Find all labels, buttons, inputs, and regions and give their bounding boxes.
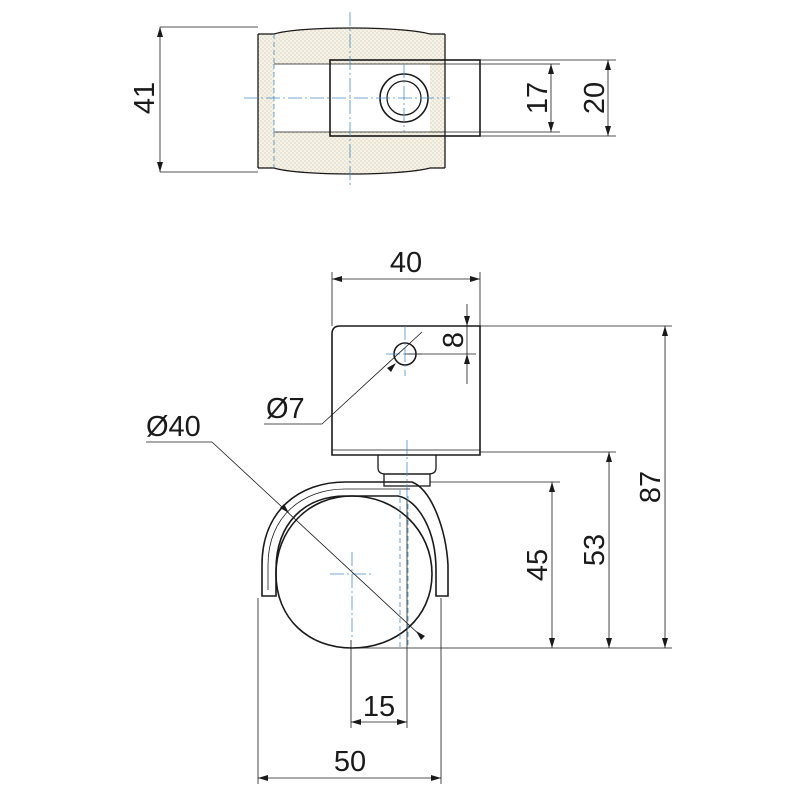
dim-8-arrow-top [464, 316, 470, 326]
dim-41-arrow-bottom [157, 162, 163, 172]
dim-15-arrow-right [397, 719, 407, 725]
dim-87-arrow-top [662, 326, 668, 336]
dim-87-label: 87 [635, 471, 667, 503]
dim-17-label: 17 [522, 82, 554, 114]
dim-50-arrow-left [258, 775, 268, 781]
mounting-plate [331, 325, 481, 456]
dim-15-label: 15 [363, 691, 395, 723]
dim-40-label: 40 [390, 247, 422, 279]
dim-hole-label: Ø7 [266, 393, 305, 425]
dim-50-label: 50 [334, 746, 366, 778]
dim-hole-leader [321, 331, 423, 425]
dim-20-arrow-top [605, 60, 611, 70]
dim-41-label: 41 [129, 82, 161, 114]
dim-wheel-label: Ø40 [146, 411, 201, 443]
dim-wheel-arrow-bottom [416, 631, 425, 640]
dim-8-arrow-bottom [464, 354, 470, 364]
dim-50-arrow-right [431, 775, 441, 781]
top-bracket-plate [329, 59, 481, 137]
dim-20-arrow-bottom [605, 126, 611, 136]
dim-17-arrow-bottom [548, 122, 554, 132]
dim-wheel-leader [211, 441, 423, 638]
dim-53-label: 53 [579, 534, 611, 566]
dim-8-label: 8 [438, 332, 470, 348]
wheel-body [275, 495, 433, 649]
dim-41-arrow-top [157, 27, 163, 37]
dim-87-arrow-bottom [662, 638, 668, 648]
dim-20-label: 20 [579, 82, 611, 114]
dim-15-arrow-left [351, 719, 361, 725]
dim-hole-arrow [387, 363, 396, 372]
hood-inner-arc [267, 488, 410, 566]
dim-wheel-arrow-top [280, 504, 289, 513]
dim-40-arrow-left [332, 276, 342, 282]
dim-45-arrow-bottom [549, 638, 555, 648]
dim-53-arrow-top [606, 452, 612, 462]
dim-40-arrow-right [470, 276, 480, 282]
front-view: 40 8 Ø7 Ø40 45 53 87 [146, 247, 672, 784]
top-view: 41 17 20 [129, 12, 616, 188]
dim-45-label: 45 [522, 549, 554, 581]
top-wheel-outline [273, 27, 431, 175]
dim-45-arrow-top [549, 482, 555, 492]
dim-53-arrow-bottom [606, 638, 612, 648]
dim-17-arrow-top [548, 64, 554, 74]
wheel-hood [261, 481, 449, 597]
